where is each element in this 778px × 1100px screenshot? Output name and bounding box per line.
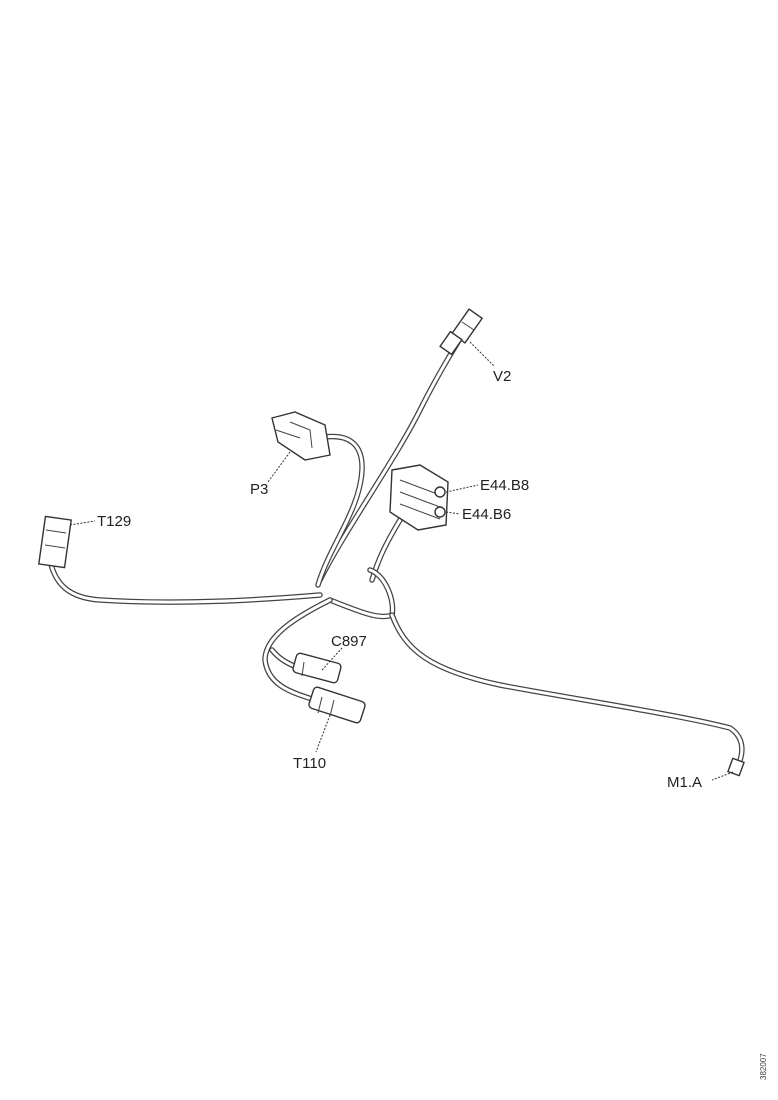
connector-e44-block [389, 464, 449, 531]
leader-p3 [267, 451, 291, 483]
connector-c897 [292, 652, 342, 684]
label-t110: T110 [293, 755, 326, 772]
label-v2: V2 [493, 368, 511, 385]
label-c897: C897 [331, 633, 367, 650]
connector-t110 [308, 686, 366, 724]
label-t129: T129 [97, 513, 131, 530]
figure-number: 382007 [759, 1053, 768, 1080]
leader-t129 [69, 520, 96, 526]
connector-p3 [271, 411, 331, 461]
leader-e44b6 [445, 511, 461, 515]
label-e44b6: E44.B6 [462, 506, 511, 523]
leader-e44b8 [445, 484, 479, 493]
leader-c897 [321, 647, 343, 671]
leader-lines [69, 341, 734, 781]
leader-t110 [315, 714, 331, 753]
component-labels: V2 P3 E44.B8 E44.B6 T129 C897 T110 M1.A [97, 368, 702, 791]
connector-t129 [37, 515, 73, 569]
wire-t129-branch [47, 557, 323, 605]
connector-v2 [439, 308, 484, 356]
leader-v2 [469, 341, 495, 367]
harness-wires [47, 339, 745, 773]
leader-m1a [711, 771, 734, 781]
label-e44b8: E44.B8 [480, 477, 529, 494]
connector-m1a [727, 757, 745, 777]
label-m1a: M1.A [667, 774, 702, 791]
wire-p3-branch [315, 433, 365, 588]
wire-m1a-branch [389, 612, 745, 773]
wire-center-loop [327, 567, 396, 620]
label-p3: P3 [250, 481, 268, 498]
